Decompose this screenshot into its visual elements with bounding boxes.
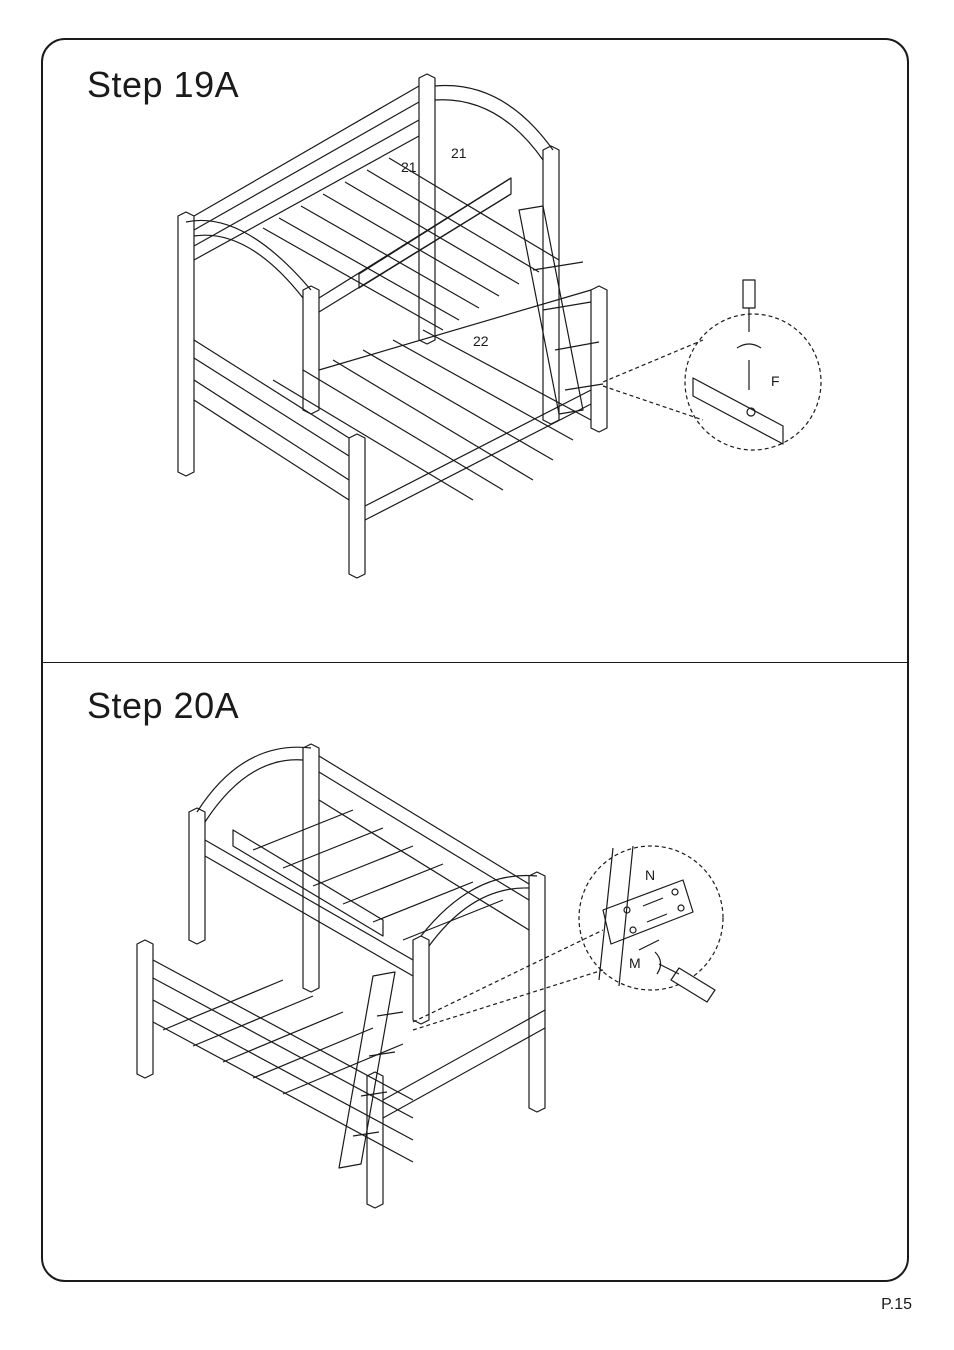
instruction-frame: Step 19A Step 20A: [41, 38, 909, 1282]
page-number: P.15: [881, 1296, 912, 1314]
label-hardware-m: M: [629, 955, 641, 971]
bunk-bed-frame-20a: [137, 744, 545, 1208]
detail-callout-20a: [413, 846, 723, 1030]
step-20a-illustration: N M: [43, 40, 909, 1282]
label-hardware-n: N: [645, 867, 655, 883]
